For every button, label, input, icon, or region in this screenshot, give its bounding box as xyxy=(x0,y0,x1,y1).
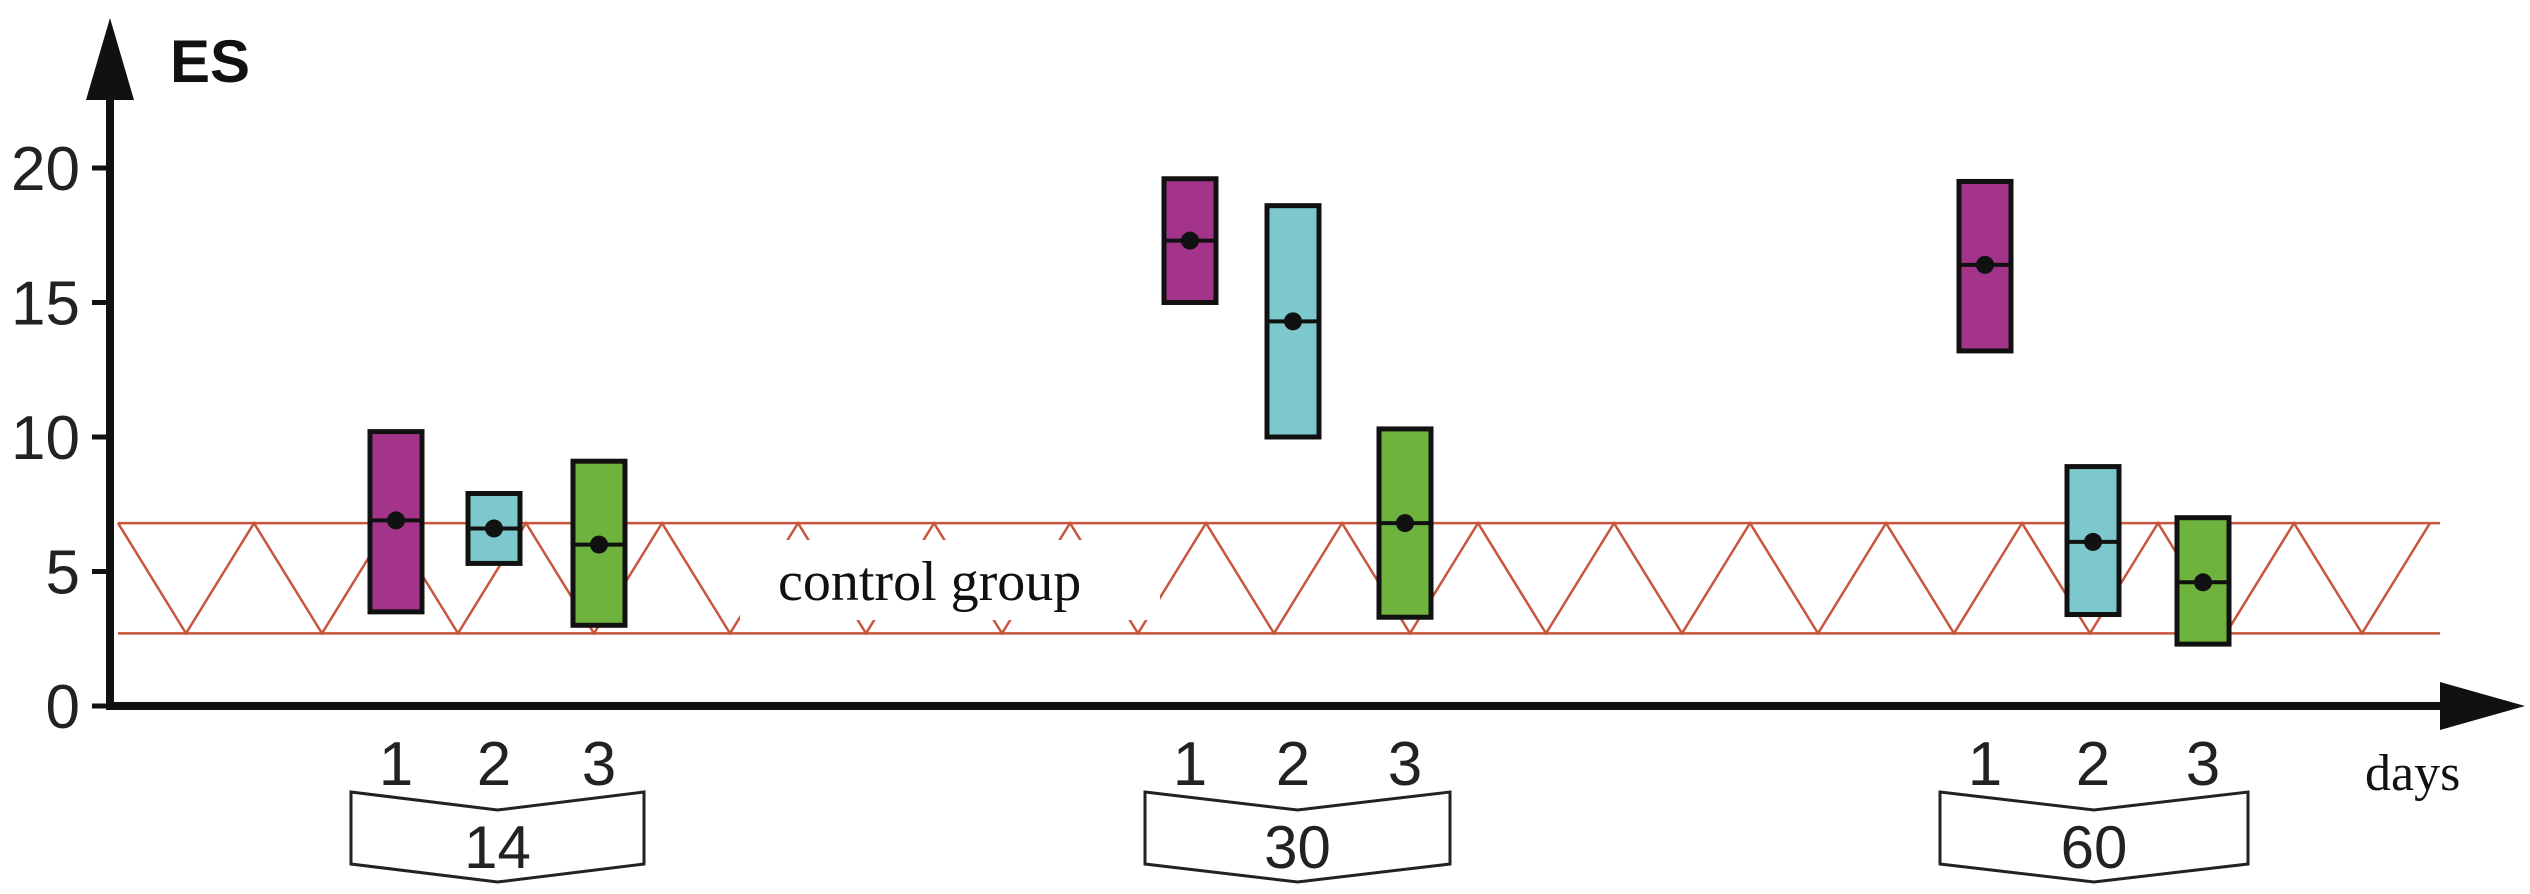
x-tick-label: 2 xyxy=(2076,730,2110,799)
x-axis-label: days xyxy=(2365,745,2460,802)
x-axis-arrow xyxy=(2440,682,2525,730)
y-tick-label: 0 xyxy=(46,673,80,742)
x-tick-label: 1 xyxy=(1173,730,1207,799)
x-tick-label: 2 xyxy=(477,730,511,799)
y-ticks: 0 5 10 15 20 xyxy=(11,135,110,742)
mean-point xyxy=(387,511,405,530)
x-tick-label: 3 xyxy=(582,730,616,799)
x-tick-label: 1 xyxy=(379,730,413,799)
day-group-tag xyxy=(1143,790,1452,884)
day-group-label: 14 xyxy=(464,814,531,881)
day-group-tag xyxy=(1938,790,2250,884)
box-series xyxy=(367,176,2232,647)
mean-point xyxy=(590,535,608,554)
axes: ES days xyxy=(86,18,2525,802)
x-tick-label: 3 xyxy=(1388,730,1422,799)
mean-point xyxy=(2084,532,2102,551)
x-tick-label: 1 xyxy=(1968,730,2002,799)
x-tick-label: 3 xyxy=(2186,730,2220,799)
y-tick-label: 10 xyxy=(11,404,80,473)
y-axis-label: ES xyxy=(170,28,250,95)
day-group-tag xyxy=(349,790,646,884)
mean-point xyxy=(1396,514,1414,533)
mean-point xyxy=(2194,573,2212,592)
y-tick-label: 20 xyxy=(11,135,80,204)
y-tick-label: 5 xyxy=(46,539,80,608)
mean-point xyxy=(1284,312,1302,331)
day-group-label: 30 xyxy=(1264,814,1331,881)
x-tick-label: 2 xyxy=(1276,730,1310,799)
mean-point xyxy=(485,519,503,538)
y-axis-arrow xyxy=(86,18,134,100)
y-tick-label: 15 xyxy=(11,270,80,339)
control-group-label: control group xyxy=(778,551,1081,613)
control-label-backing xyxy=(740,540,1160,620)
mean-point xyxy=(1181,231,1199,250)
day-group-label: 60 xyxy=(2061,814,2128,881)
mean-point xyxy=(1976,255,1994,274)
